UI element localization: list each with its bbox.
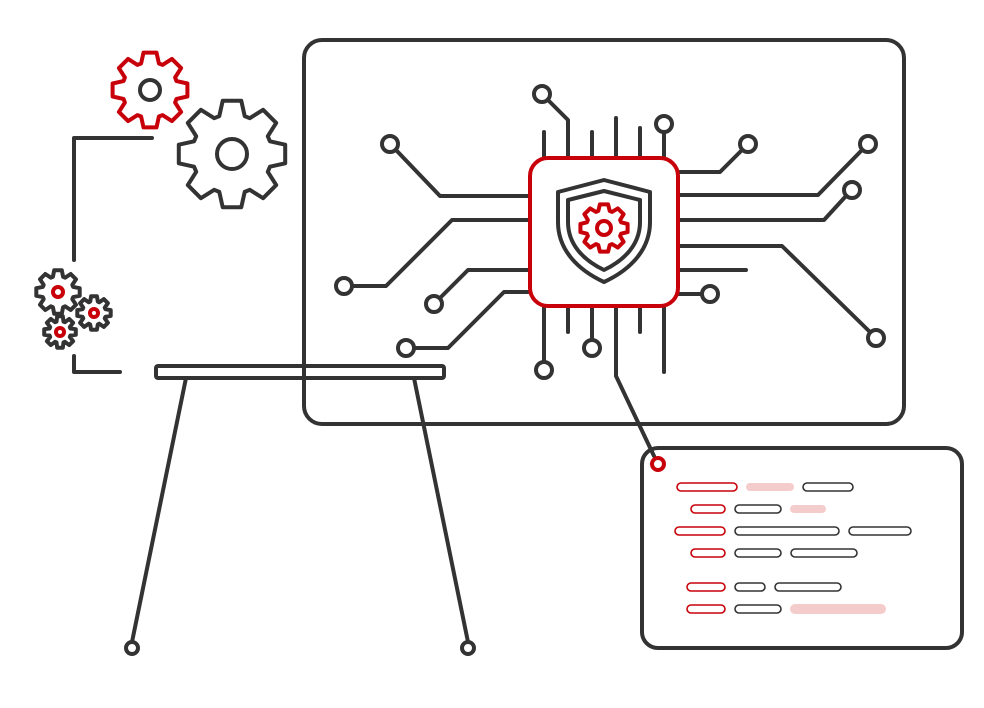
gear-outline xyxy=(110,50,190,130)
trace-endpoints xyxy=(334,84,886,380)
gear-outline xyxy=(75,294,113,332)
gear-icon xyxy=(34,268,82,316)
connector-node xyxy=(650,456,666,472)
gear-icon xyxy=(110,50,190,130)
code-lines xyxy=(674,482,912,614)
gear-icon xyxy=(176,98,288,210)
table-icon xyxy=(124,364,476,656)
code-panel xyxy=(640,446,964,650)
gear-icon xyxy=(42,314,78,350)
circuit-board xyxy=(302,38,906,426)
shield-icon xyxy=(556,178,652,284)
gear-outline xyxy=(34,268,82,316)
chip-icon xyxy=(528,156,680,308)
circuit-traces xyxy=(350,98,872,458)
gear-outline xyxy=(176,98,288,210)
gear-outline xyxy=(578,202,630,254)
gear-icon xyxy=(75,294,113,332)
shield-gear-hub xyxy=(595,219,613,237)
bracket-lines xyxy=(72,136,154,374)
shield-gear-icon xyxy=(578,202,630,254)
gear-outline xyxy=(42,314,78,350)
